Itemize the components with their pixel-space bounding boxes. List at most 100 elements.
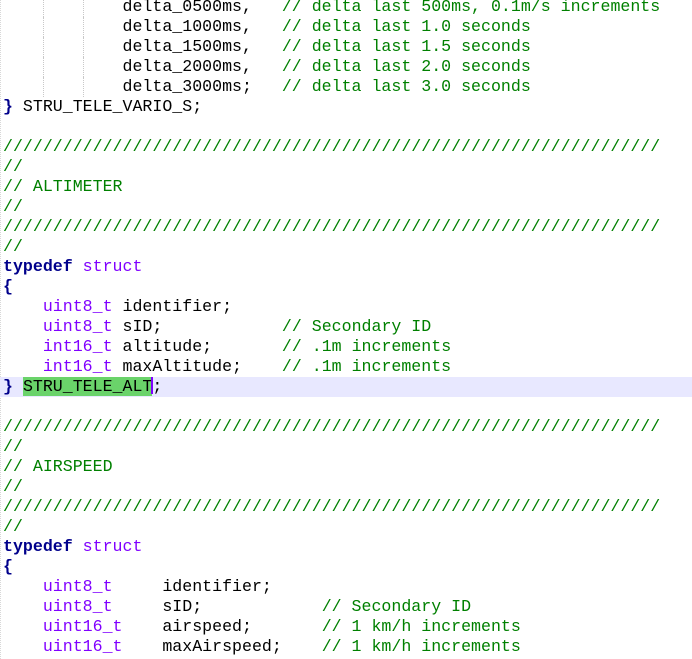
indent: [3, 77, 123, 96]
indent-guide: [83, 77, 84, 97]
code-line[interactable]: uint8_t sID; // Secondary ID: [0, 597, 692, 617]
field-type: uint16_t: [42, 617, 123, 636]
indent: [3, 297, 43, 316]
comment: // delta last 2.0 seconds: [281, 57, 531, 76]
padding: [282, 637, 322, 656]
keyword: typedef: [3, 257, 73, 276]
code-line[interactable]: int16_t altitude; // .1m increments: [0, 337, 692, 357]
code-line[interactable]: delta_1500ms, // delta last 1.5 seconds: [0, 37, 692, 57]
indent-guide: [43, 57, 44, 77]
padding: [242, 357, 282, 376]
code-line[interactable]: // AIRSPEED: [0, 457, 692, 477]
section-title-comment: // AIRSPEED: [3, 457, 113, 476]
comment: //: [3, 477, 23, 496]
code-line[interactable]: ////////////////////////////////////////…: [0, 137, 692, 157]
indent-guide: [43, 77, 44, 97]
identifier: delta_0500ms,: [122, 0, 252, 16]
comment: // delta last 500ms, 0.1m/s increments: [281, 0, 661, 16]
indent-guide: [43, 37, 44, 57]
code-line[interactable]: typedef struct: [0, 537, 692, 557]
code-line-blank[interactable]: [0, 397, 692, 417]
identifier: delta_3000ms;: [122, 77, 252, 96]
comment: //: [3, 157, 23, 176]
identifier: delta_2000ms,: [122, 57, 252, 76]
code-line[interactable]: uint16_t maxAirspeed; // 1 km/h incremen…: [0, 637, 692, 657]
code-line[interactable]: {: [0, 277, 692, 297]
field-name: sID;: [112, 317, 163, 336]
code-line-blank[interactable]: [0, 117, 692, 137]
code-line[interactable]: uint16_t airspeed; // 1 km/h increments: [0, 617, 692, 637]
code-line[interactable]: // ALTIMETER: [0, 177, 692, 197]
field-name: airspeed;: [122, 617, 252, 636]
code-line[interactable]: delta_3000ms; // delta last 3.0 seconds: [0, 77, 692, 97]
indent: [3, 0, 123, 16]
code-line[interactable]: //: [0, 157, 692, 177]
struct-name: STRU_TELE_VARIO_S;: [12, 97, 203, 116]
padding: [202, 597, 322, 616]
opening-brace: {: [3, 557, 13, 576]
code-line[interactable]: uint8_t identifier;: [0, 297, 692, 317]
selected-text[interactable]: STRU_TELE_ALT: [22, 377, 153, 396]
identifier: delta_1000ms,: [122, 17, 252, 36]
comment: // Secondary ID: [321, 597, 472, 616]
keyword: typedef: [3, 537, 73, 556]
field-type: uint8_t: [42, 577, 113, 596]
indent: [3, 317, 43, 336]
indent: [3, 597, 43, 616]
code-line[interactable]: //: [0, 477, 692, 497]
type-keyword: struct: [72, 537, 143, 556]
code-line[interactable]: //: [0, 437, 692, 457]
indent: [3, 357, 43, 376]
code-line[interactable]: //: [0, 237, 692, 257]
padding: [252, 17, 282, 36]
indent-guide: [83, 0, 84, 17]
type-keyword: struct: [72, 257, 143, 276]
indent-guide: [83, 37, 84, 57]
indent: [3, 57, 123, 76]
field-name: maxAltitude;: [112, 357, 243, 376]
field-type: int16_t: [42, 357, 113, 376]
indent: [3, 577, 43, 596]
code-line[interactable]: {: [0, 557, 692, 577]
padding: [252, 77, 282, 96]
indent-guide: [83, 57, 84, 77]
field-name: maxAirspeed;: [122, 637, 282, 656]
field-name: identifier;: [112, 577, 272, 596]
code-line[interactable]: int16_t maxAltitude; // .1m increments: [0, 357, 692, 377]
code-line[interactable]: //: [0, 517, 692, 537]
comment: //: [3, 197, 23, 216]
indent: [3, 617, 43, 636]
padding: [252, 57, 282, 76]
padding: [252, 37, 282, 56]
fold-margin-guide: [0, 0, 1, 659]
code-line[interactable]: uint8_t identifier;: [0, 577, 692, 597]
code-line[interactable]: ////////////////////////////////////////…: [0, 217, 692, 237]
code-line[interactable]: typedef struct: [0, 257, 692, 277]
current-code-line[interactable]: } STRU_TELE_ALT;: [0, 377, 692, 397]
comment-separator: ////////////////////////////////////////…: [3, 137, 661, 156]
comment: //: [3, 517, 23, 536]
closing-brace: }: [3, 377, 13, 396]
code-line[interactable]: delta_0500ms, // delta last 500ms, 0.1m/…: [0, 0, 692, 17]
opening-brace: {: [3, 277, 13, 296]
indent-guide: [43, 0, 44, 17]
comment: //: [3, 237, 23, 256]
padding: [212, 337, 282, 356]
padding: [252, 0, 282, 16]
code-line[interactable]: uint8_t sID; // Secondary ID: [0, 317, 692, 337]
indent-guide: [43, 17, 44, 37]
code-line[interactable]: //: [0, 197, 692, 217]
code-line[interactable]: } STRU_TELE_VARIO_S;: [0, 97, 692, 117]
field-name: identifier;: [112, 297, 233, 316]
field-type: uint16_t: [42, 637, 123, 656]
field-name: altitude;: [112, 337, 213, 356]
code-line[interactable]: delta_1000ms, // delta last 1.0 seconds: [0, 17, 692, 37]
comment: //: [3, 437, 23, 456]
code-line[interactable]: ////////////////////////////////////////…: [0, 417, 692, 437]
section-title-comment: // ALTIMETER: [3, 177, 123, 196]
comment: // delta last 3.0 seconds: [281, 77, 531, 96]
code-line[interactable]: ////////////////////////////////////////…: [0, 497, 692, 517]
identifier: delta_1500ms,: [122, 37, 252, 56]
code-line[interactable]: delta_2000ms, // delta last 2.0 seconds: [0, 57, 692, 77]
